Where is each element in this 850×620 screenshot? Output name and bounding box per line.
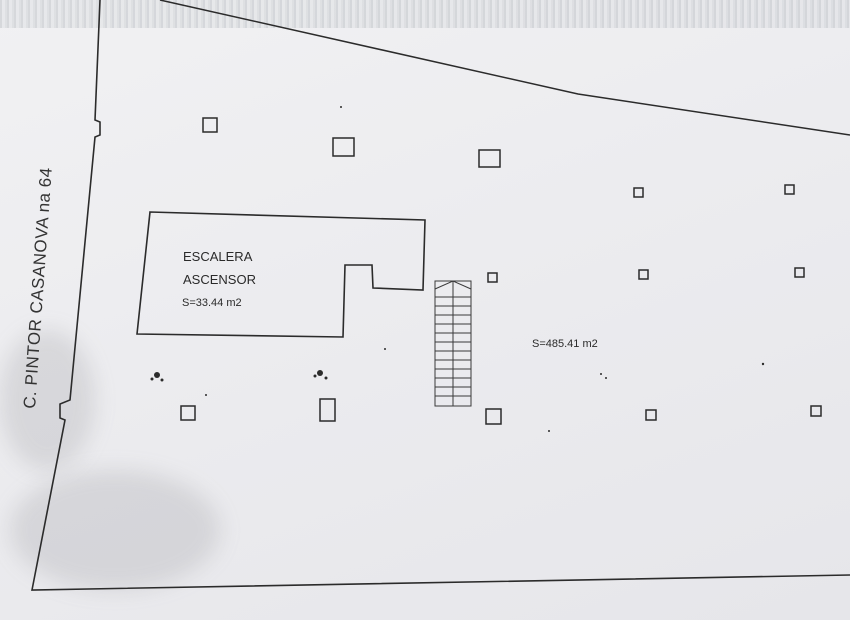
site-boundary-line: [31, 0, 850, 591]
column: [638, 269, 649, 280]
column: [485, 408, 502, 425]
column: [202, 117, 218, 133]
column: [810, 405, 822, 417]
core-area-label: S=33.44 m2: [182, 297, 242, 309]
column: [332, 137, 355, 157]
staircase: [434, 280, 472, 407]
shadow-blob: [10, 470, 220, 590]
column: [633, 187, 644, 198]
column: [784, 184, 795, 195]
column: [794, 267, 805, 278]
column: [487, 272, 498, 283]
column: [319, 398, 336, 422]
ink-specks: [150, 106, 765, 432]
core-label-elevator: ASCENSOR: [183, 272, 256, 287]
shadow-blob: [0, 330, 95, 470]
core-outline: [136, 211, 426, 338]
scan-noise-edge: [0, 0, 850, 28]
column: [478, 149, 501, 168]
north-boundary-line: [159, 0, 850, 136]
column: [645, 409, 657, 421]
core-label-stair: ESCALERA: [183, 249, 253, 264]
main-area-label: S=485.41 m2: [532, 338, 598, 350]
column: [180, 405, 196, 421]
